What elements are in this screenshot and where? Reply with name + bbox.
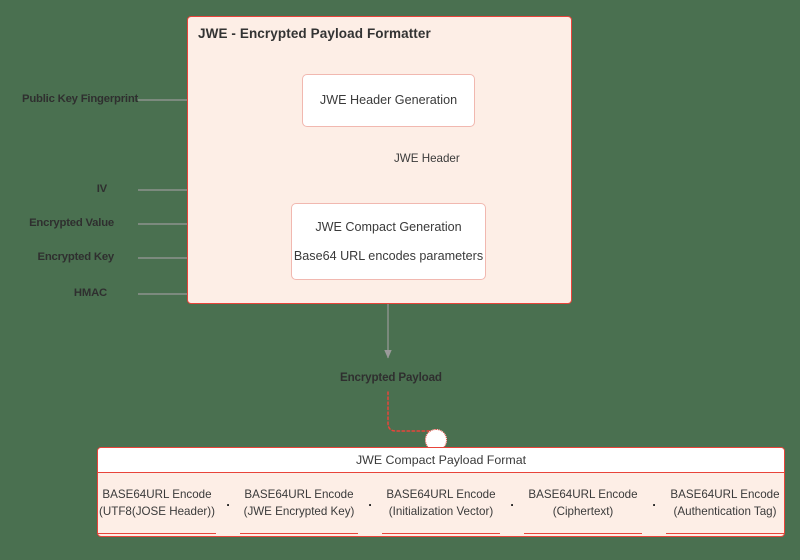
payload-format-title: JWE Compact Payload Format [355, 453, 527, 467]
payload-segment-authentication-tag-line2: (Authentication Tag) [673, 505, 777, 518]
payload-segment-jose-header[interactable]: BASE64URL Encode (UTF8(JOSE Header)) [98, 473, 216, 534]
process-box-jwe-compact-generation-line1: JWE Compact Generation [315, 219, 462, 234]
payload-separator-dot-3: . [510, 494, 514, 509]
payload-segment-encrypted-key-line2: (JWE Encrypted Key) [243, 505, 355, 518]
input-label-encrypted-key: Encrypted Key [37, 251, 114, 263]
payload-segment-ciphertext-line1: BASE64URL Encode [528, 487, 638, 501]
process-box-jwe-header-generation-line1: JWE Header Generation [319, 93, 458, 108]
payload-format-title-bar: JWE Compact Payload Format [98, 448, 784, 473]
payload-segment-ciphertext-line2: (Ciphertext) [552, 505, 614, 518]
payload-separator-dot-1: . [226, 494, 230, 509]
payload-separator-dot-2: . [368, 494, 372, 509]
payload-segment-initialization-vector[interactable]: BASE64URL Encode (Initialization Vector) [382, 473, 500, 534]
payload-segment-encrypted-key[interactable]: BASE64URL Encode (JWE Encrypted Key) [240, 473, 358, 534]
input-label-hmac: HMAC [73, 287, 107, 299]
process-box-jwe-compact-generation[interactable]: JWE Compact Generation Base64 URL encode… [291, 203, 486, 280]
payload-segment-ciphertext[interactable]: BASE64URL Encode (Ciphertext) [524, 473, 642, 534]
payload-segment-authentication-tag-line1: BASE64URL Encode [670, 487, 780, 501]
input-label-public-key-fingerprint: Public Key Fingerprint [22, 93, 139, 105]
edge-label-jwe-header: JWE Header [394, 152, 460, 165]
payload-segment-initialization-vector-line2: (Initialization Vector) [388, 505, 494, 518]
input-label-iv: IV [96, 183, 107, 195]
edge-label-encrypted-payload: Encrypted Payload [340, 371, 442, 384]
process-box-jwe-compact-generation-line2: Base64 URL encodes parameters [293, 249, 484, 263]
payload-segment-jose-header-line1: BASE64URL Encode [102, 487, 212, 501]
process-box-jwe-header-generation[interactable]: JWE Header Generation [302, 74, 475, 127]
jwe-formatter-title: JWE - Encrypted Payload Formatter [198, 26, 431, 41]
payload-format-segment-row: BASE64URL Encode (UTF8(JOSE Header)) . B… [98, 473, 784, 536]
payload-segment-encrypted-key-line1: BASE64URL Encode [244, 487, 354, 501]
jwe-compact-payload-format-container: JWE Compact Payload Format BASE64URL Enc… [97, 447, 785, 537]
jwe-formatter-container: JWE - Encrypted Payload Formatter [187, 16, 572, 304]
payload-segment-authentication-tag[interactable]: BASE64URL Encode (Authentication Tag) [666, 473, 784, 534]
payload-separator-dot-4: . [652, 494, 656, 509]
payload-segment-initialization-vector-line1: BASE64URL Encode [386, 487, 496, 501]
input-label-encrypted-value: Encrypted Value [29, 217, 114, 229]
payload-segment-jose-header-line2: (UTF8(JOSE Header)) [99, 505, 215, 518]
